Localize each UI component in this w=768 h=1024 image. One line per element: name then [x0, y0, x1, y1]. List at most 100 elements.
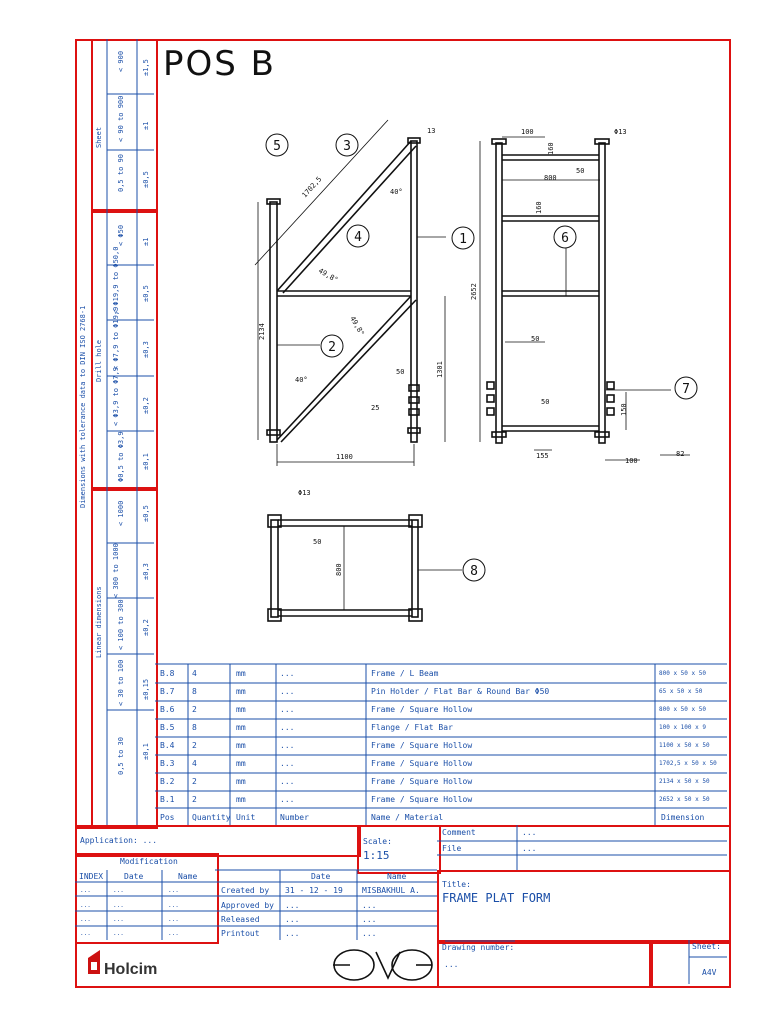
- dim-label: 150: [620, 403, 628, 416]
- balloon-label: 4: [354, 230, 362, 245]
- dim-label: 1100: [336, 453, 353, 461]
- mod-header-index: INDEX: [79, 872, 104, 881]
- dim-label: 155: [536, 452, 549, 460]
- mod-cell: ...: [113, 916, 124, 923]
- dim-label: 2134: [258, 323, 266, 340]
- balloon-label: 1: [459, 232, 467, 247]
- part-name: Frame / Square Hollow: [371, 759, 473, 768]
- paper-format: A4V: [702, 968, 717, 977]
- part-number: ...: [280, 687, 295, 696]
- page-title: POS B: [163, 44, 276, 84]
- mod-cell: ...: [80, 887, 91, 894]
- header-unit: Unit: [236, 813, 256, 822]
- part-qty: 8: [192, 723, 197, 732]
- file-label: File: [442, 844, 462, 853]
- part-unit: mm: [236, 777, 246, 786]
- mod-cell: ...: [168, 916, 179, 923]
- dim-label: 50: [576, 167, 584, 175]
- part-pos: B.3: [160, 759, 175, 768]
- part-number: ...: [280, 723, 295, 732]
- part-qty: 2: [192, 741, 197, 750]
- balloon-label: 6: [561, 231, 569, 246]
- file-value: ...: [522, 844, 537, 853]
- part-qty: 4: [192, 759, 197, 768]
- cvc-logo: [333, 949, 433, 981]
- part-unit: mm: [236, 723, 246, 732]
- part-dim: 65 x 50 x 50: [659, 688, 703, 695]
- dim-label: 100: [521, 128, 534, 136]
- application-label: Application: ...: [80, 836, 158, 845]
- mod-header-date: Date: [124, 872, 144, 881]
- dim-label: 160: [535, 201, 543, 214]
- part-number: ...: [280, 705, 295, 714]
- dim-label: 800: [544, 174, 557, 182]
- part-pos: B.7: [160, 687, 175, 696]
- part-qty: 2: [192, 705, 197, 714]
- company-logo-text: Holcim: [104, 961, 158, 978]
- holcim-logo-icon: [88, 950, 100, 974]
- part-pos: B.1: [160, 795, 175, 804]
- printout-date: ...: [285, 929, 300, 938]
- dim-label: 82: [676, 450, 684, 458]
- part-name: Frame / Square Hollow: [371, 777, 473, 786]
- title-box: [437, 870, 731, 944]
- part-dim: 1702,5 x 50 x 50: [659, 760, 717, 767]
- header-number: Number: [280, 813, 309, 822]
- modification-box: [75, 853, 219, 944]
- part-dim: 1100 x 50 x 50: [659, 742, 710, 749]
- dim-label: 50: [531, 335, 539, 343]
- header-dim: Dimension: [661, 813, 705, 822]
- dim-label: Φ13: [298, 489, 311, 497]
- sheet-box: [649, 940, 731, 988]
- balloon-label: 8: [470, 564, 478, 579]
- part-unit: mm: [236, 795, 246, 804]
- printout-name: ...: [362, 929, 377, 938]
- mod-cell: ...: [168, 902, 179, 909]
- part-name: Frame / Square Hollow: [371, 705, 473, 714]
- linear-tolerance-box: [91, 487, 158, 829]
- header-pos: Pos: [160, 813, 175, 822]
- sign-header-name: Name: [387, 872, 407, 881]
- scale-label: Scale:: [363, 837, 392, 846]
- mod-cell: ...: [80, 930, 91, 937]
- dim-label: Φ13: [614, 128, 627, 136]
- part-number: ...: [280, 669, 295, 678]
- printout-label: Printout: [221, 929, 260, 938]
- part-dim: 100 x 100 x 9: [659, 724, 706, 731]
- part-dim: 800 x 50 x 50: [659, 706, 706, 713]
- balloon-label: 5: [273, 139, 281, 154]
- dim-label: 160: [547, 142, 555, 155]
- part-name: Frame / L Beam: [371, 669, 439, 678]
- scale-box: [357, 825, 441, 874]
- part-qty: 8: [192, 687, 197, 696]
- approved-by-name: ...: [362, 901, 377, 910]
- header-qty: Quantity: [192, 813, 231, 822]
- part-unit: mm: [236, 669, 246, 678]
- created-by-name: MISBAKHUL A.: [362, 886, 420, 895]
- header-name: Name / Material: [371, 813, 444, 822]
- part-dim: 800 x 50 x 50: [659, 670, 706, 677]
- sheet-tolerance-box: [91, 39, 158, 213]
- part-dim: 2652 x 50 x 50: [659, 796, 710, 803]
- drill-tolerance-box: [91, 209, 158, 491]
- part-number: ...: [280, 777, 295, 786]
- comment-value: ...: [522, 828, 537, 837]
- part-name: Frame / Square Hollow: [371, 795, 473, 804]
- part-name: Pin Holder / Flat Bar & Round Bar Φ50: [371, 687, 550, 696]
- drawing-number-value: ...: [444, 960, 459, 969]
- dim-label: 13: [427, 127, 435, 135]
- part-number: ...: [280, 759, 295, 768]
- mod-cell: ...: [113, 930, 124, 937]
- part-unit: mm: [236, 741, 246, 750]
- mod-cell: ...: [80, 916, 91, 923]
- sheet-value: _: [694, 951, 698, 958]
- part-name: Flange / Flat Bar: [371, 723, 453, 732]
- mod-cell: ...: [113, 887, 124, 894]
- part-qty: 2: [192, 777, 197, 786]
- created-by-label: Created by: [221, 886, 270, 895]
- mod-header-name: Name: [178, 872, 198, 881]
- dim-label: 50: [541, 398, 549, 406]
